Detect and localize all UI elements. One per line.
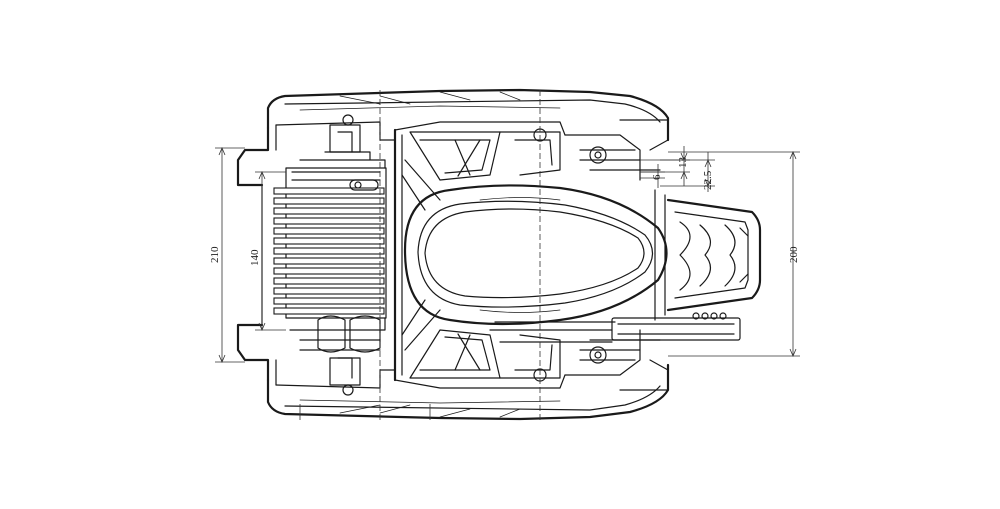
dim-22-5-label: 22.5 <box>702 170 714 190</box>
dim-200-label: 200 <box>788 246 800 263</box>
dim-210-label: 210 <box>209 246 221 263</box>
mounting-bosses <box>317 114 381 396</box>
dimensions: 210 140 200 13 6 22.5 <box>209 90 800 420</box>
dim-140-label: 140 <box>249 249 261 266</box>
output-pulley <box>666 198 762 312</box>
right-flange <box>564 119 669 391</box>
dim-6-label: 6 <box>651 174 663 180</box>
teardrop-shell <box>403 184 668 326</box>
central-body <box>393 121 566 389</box>
dim-13-label: 13 <box>677 157 689 169</box>
cooling-fins <box>273 151 387 351</box>
chainring-bar <box>489 312 741 343</box>
